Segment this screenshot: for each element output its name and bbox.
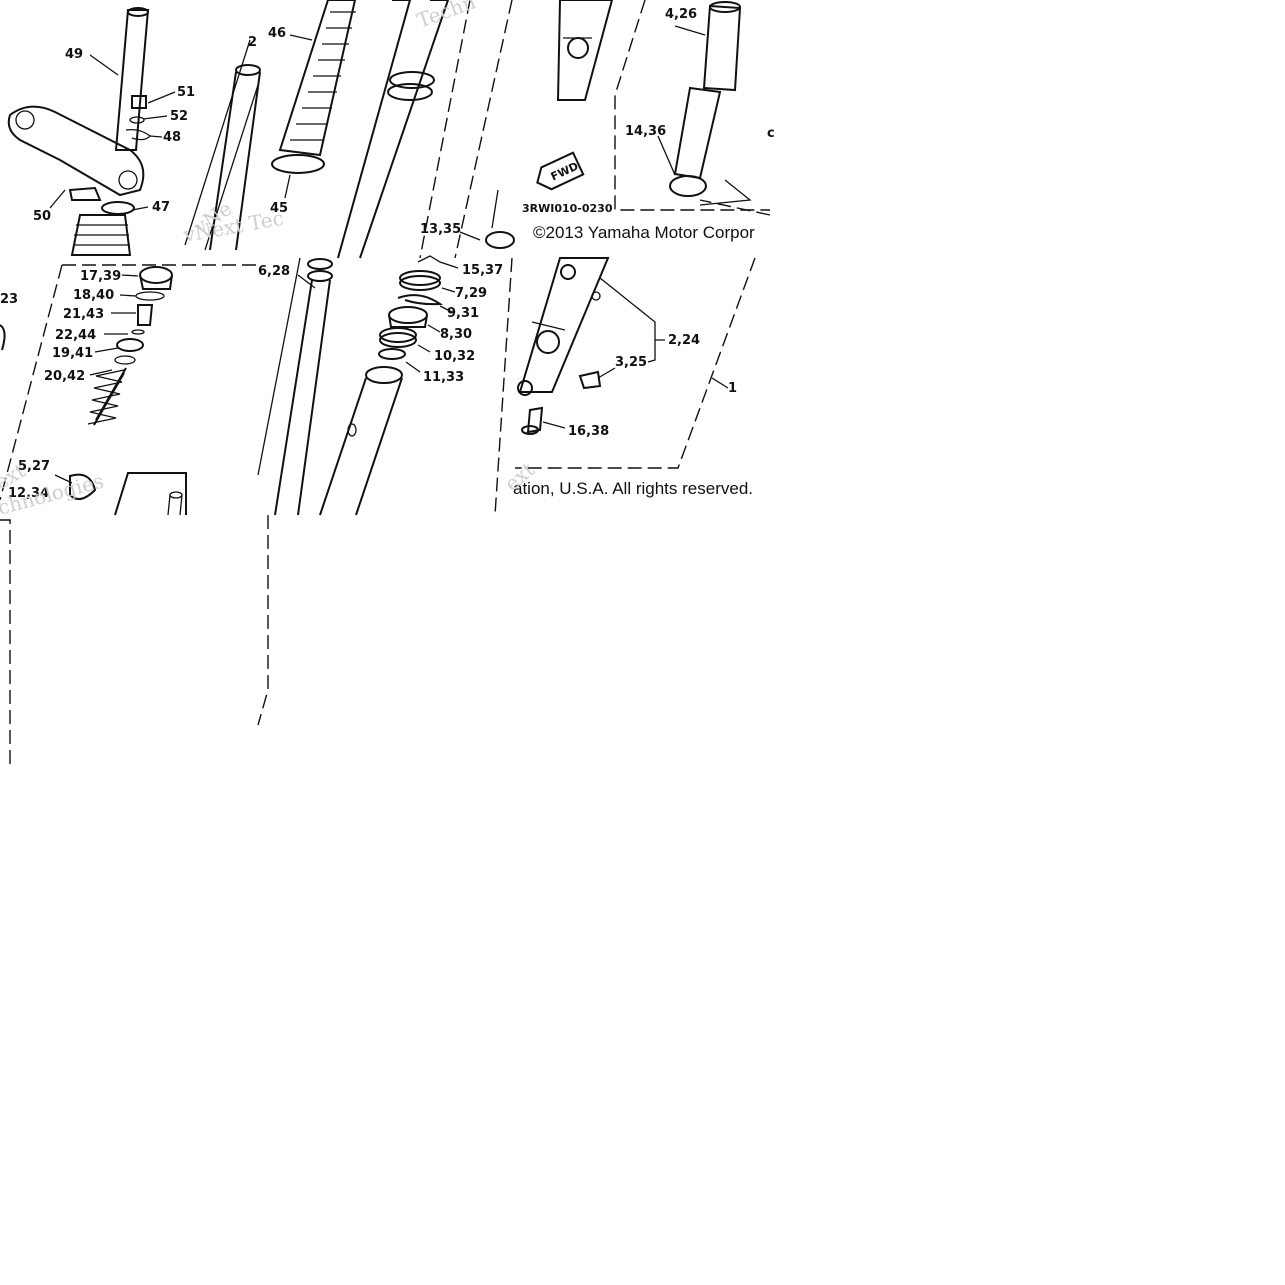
label-9-31: 9,31 <box>447 306 479 321</box>
label-3-25: 3,25 <box>615 355 647 370</box>
outer-tube-2 <box>518 257 610 393</box>
label-7-29: 7,29 <box>455 286 487 301</box>
bolt-50 <box>68 186 102 201</box>
copyright-bottom: ation, U.S.A. All rights reserved. <box>513 479 753 498</box>
label-18-40: 18,40 <box>73 288 114 303</box>
label-8-30: 8,30 <box>440 327 472 342</box>
label-12-34: 12,34 <box>8 486 49 501</box>
label-10-32: 10,32 <box>434 349 475 364</box>
label-2-24: 2,24 <box>668 333 700 348</box>
steering-stem-shaft <box>114 9 150 151</box>
tile-lower <box>0 515 269 770</box>
dust-boot-47 <box>70 214 132 256</box>
inner-tube <box>337 0 450 259</box>
label-50: 50 <box>33 209 51 224</box>
bolt-38 <box>526 406 544 434</box>
label-48: 48 <box>163 130 181 145</box>
diagram-code: 3RWI010-0230 <box>522 202 613 215</box>
tile-fork-boot: 46 45 Techn <box>268 0 513 259</box>
fwd-arrow-icon: FWD <box>536 151 585 191</box>
label-46: 46 <box>268 26 286 41</box>
under-bracket <box>7 105 145 197</box>
label-47: 47 <box>152 200 170 215</box>
label-51: 51 <box>177 85 195 100</box>
label-22-44: 22,44 <box>55 328 96 343</box>
label-15-37: 15,37 <box>462 263 503 278</box>
label-49: 49 <box>65 47 83 62</box>
label-5-27: 5,27 <box>18 459 50 474</box>
label-21-43: 21,43 <box>63 307 104 322</box>
bolt-51 <box>131 95 147 109</box>
fork-boot-46 <box>278 0 357 157</box>
label-23: 23 <box>0 292 18 307</box>
label-1: 1 <box>728 381 737 396</box>
damper-rod-36 <box>673 86 722 180</box>
copyright-top: ©2013 Yamaha Motor Corpor <box>533 223 755 242</box>
outer-tube-bottom <box>556 0 614 101</box>
adjuster-43 <box>137 304 154 326</box>
tile-cap-bolt-spring: 17,39 18,40 21,43 22,44 19,41 20,42 23 5… <box>0 264 258 520</box>
label-6-28: 6,28 <box>258 264 290 279</box>
inner-tube-lower <box>274 279 331 516</box>
label-14-36: 14,36 <box>625 124 666 139</box>
fork-spring-seat-26 <box>702 4 742 92</box>
label-45: 45 <box>270 201 288 216</box>
label-16-38: 16,38 <box>568 424 609 439</box>
label-19-41: 19,41 <box>52 346 93 361</box>
label-17-39: 17,39 <box>80 269 121 284</box>
bolt-25 <box>578 370 602 390</box>
label-13-35: 13,35 <box>420 222 461 237</box>
tile-outer-tube-lower: 4,26 14,36 c FWD 3RWI010-0230 ©2013 Yama… <box>522 0 775 242</box>
label-52: 52 <box>170 109 188 124</box>
oil-seal-30 <box>388 306 428 324</box>
cap-bolt-39 <box>139 266 173 284</box>
svg-text:FWD: FWD <box>549 160 581 184</box>
label-c: c <box>767 126 775 141</box>
label-11-33: 11,33 <box>423 370 464 385</box>
label-2: 2 <box>248 35 257 50</box>
rebound-spring-27 <box>69 473 97 500</box>
tile-outer-tube: 2,24 3,25 16,38 1 ation, U.S.A. All righ… <box>500 257 756 498</box>
outer-tube-top <box>365 366 403 384</box>
fork-spring-42 <box>87 367 127 426</box>
clip-31 <box>397 294 443 306</box>
tile-seals: 6,28 13,35 15,37 7,29 9,31 8,30 10,32 11… <box>257 189 515 516</box>
dust-seal-29 <box>399 270 441 286</box>
label-4-26: 4,26 <box>665 7 697 22</box>
label-20-42: 20,42 <box>44 369 85 384</box>
watermark-3: Techn <box>414 0 479 33</box>
tile-steering-stem: 49 51 52 48 47 50 2 vNext Tec vNe <box>7 7 285 256</box>
